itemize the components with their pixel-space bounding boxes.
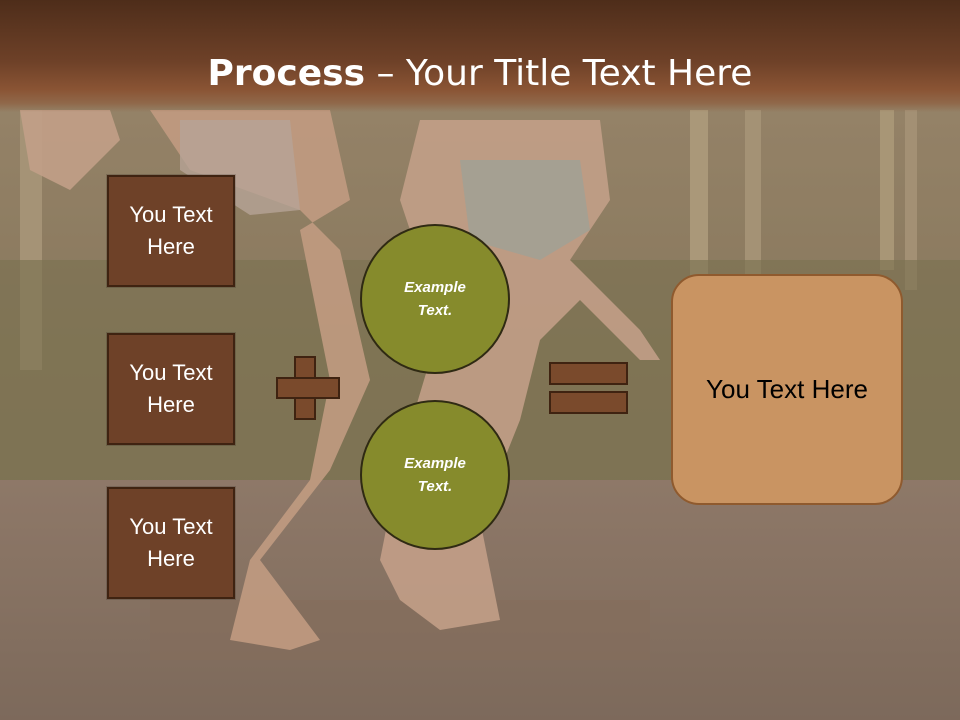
title-bar <box>0 0 960 112</box>
text-box-3-label: You Text Here <box>129 514 213 571</box>
result-box[interactable]: You Text Here <box>671 274 903 505</box>
equals-bottom-bar <box>549 391 628 414</box>
text-box-2[interactable]: You Text Here <box>107 333 235 445</box>
text-box-2-label: You Text Here <box>129 360 213 417</box>
slide-title: Process – Your Title Text Here <box>0 52 960 96</box>
example-circle-2[interactable]: Example Text. <box>360 400 510 550</box>
text-box-3[interactable]: You Text Here <box>107 487 235 599</box>
title-bold: Process <box>207 53 366 94</box>
equals-top-bar <box>549 362 628 385</box>
text-box-1-label: You Text Here <box>129 202 213 259</box>
example-circle-2-label: Example Text. <box>404 455 466 495</box>
example-circle-1-label: Example Text. <box>404 279 466 319</box>
result-box-label: You Text Here <box>706 374 868 404</box>
title-rest: – Your Title Text Here <box>365 53 753 94</box>
plus-center <box>296 379 314 397</box>
text-box-1[interactable]: You Text Here <box>107 175 235 287</box>
example-circle-1[interactable]: Example Text. <box>360 224 510 374</box>
